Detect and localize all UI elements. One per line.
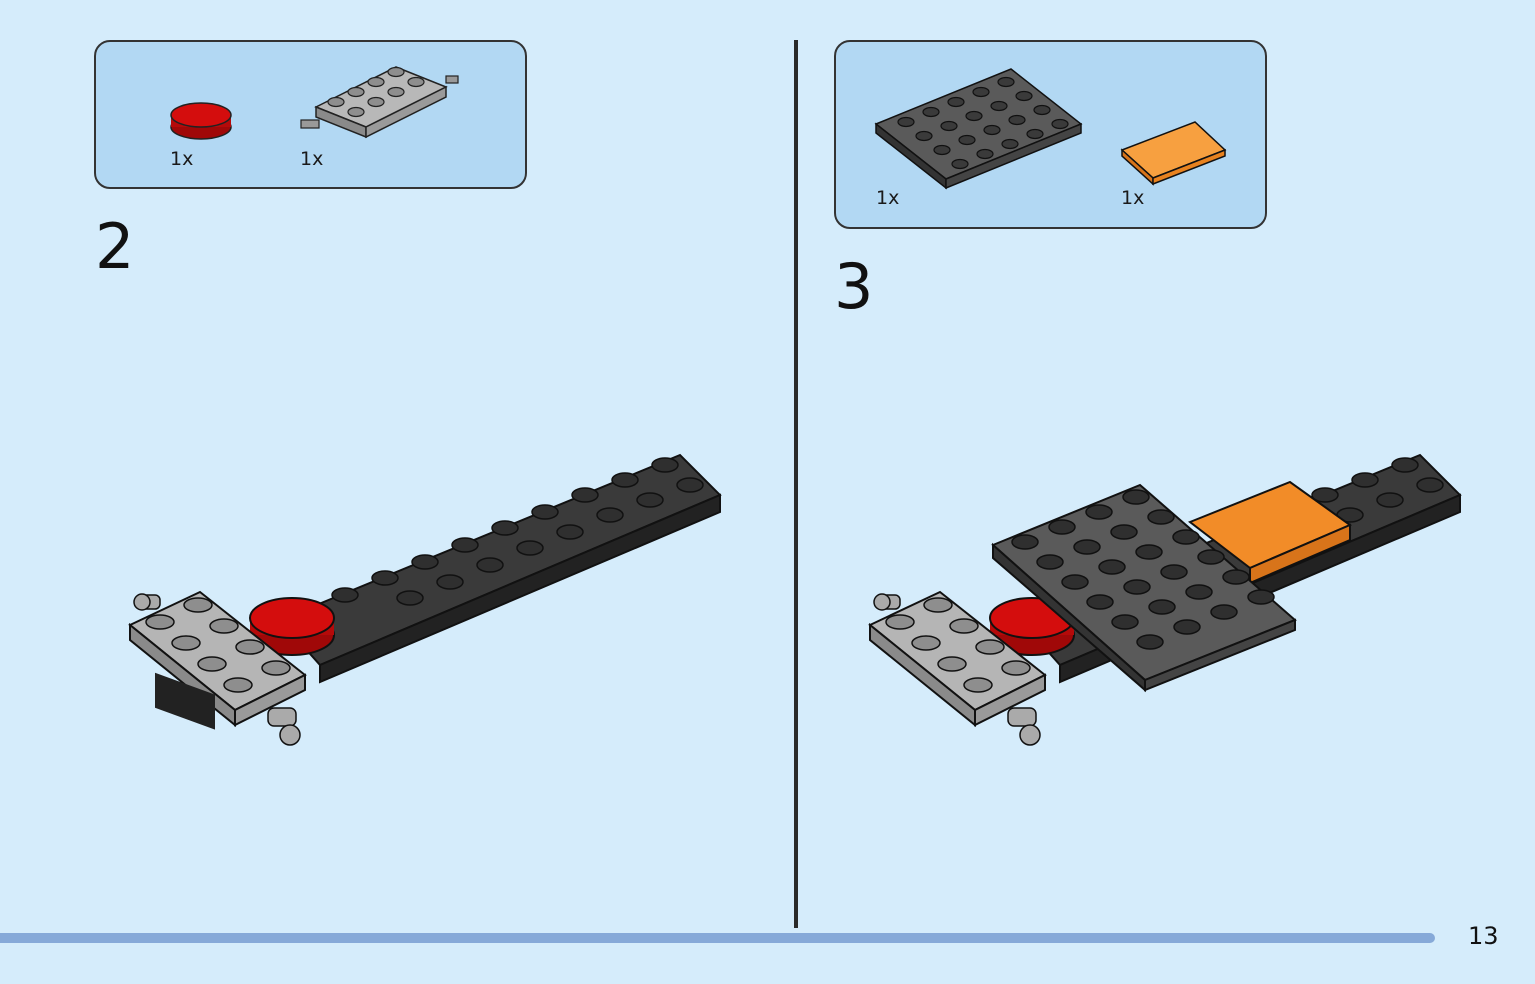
footer-bar bbox=[0, 933, 1435, 943]
part-quantity: 1x bbox=[300, 148, 324, 170]
step-2-assembly-illustration bbox=[128, 453, 722, 746]
dark-gray-plate-icon bbox=[874, 68, 1083, 190]
parts-callout-step-2: 1x 1x bbox=[94, 40, 527, 189]
page-number: 13 bbox=[1468, 922, 1499, 950]
part-quantity: 1x bbox=[876, 187, 900, 209]
step-3-assembly-illustration bbox=[868, 453, 1462, 746]
parts-callout-step-3: 1x 1x bbox=[834, 40, 1267, 229]
red-round-tile-icon bbox=[170, 102, 232, 140]
step-number: 2 bbox=[95, 210, 135, 283]
step-divider bbox=[794, 40, 798, 928]
step-number: 3 bbox=[834, 250, 874, 323]
part-quantity: 1x bbox=[1121, 187, 1145, 209]
orange-tile-icon bbox=[1120, 121, 1227, 186]
gray-plate-with-pins-icon bbox=[300, 66, 459, 139]
part-quantity: 1x bbox=[170, 148, 194, 170]
